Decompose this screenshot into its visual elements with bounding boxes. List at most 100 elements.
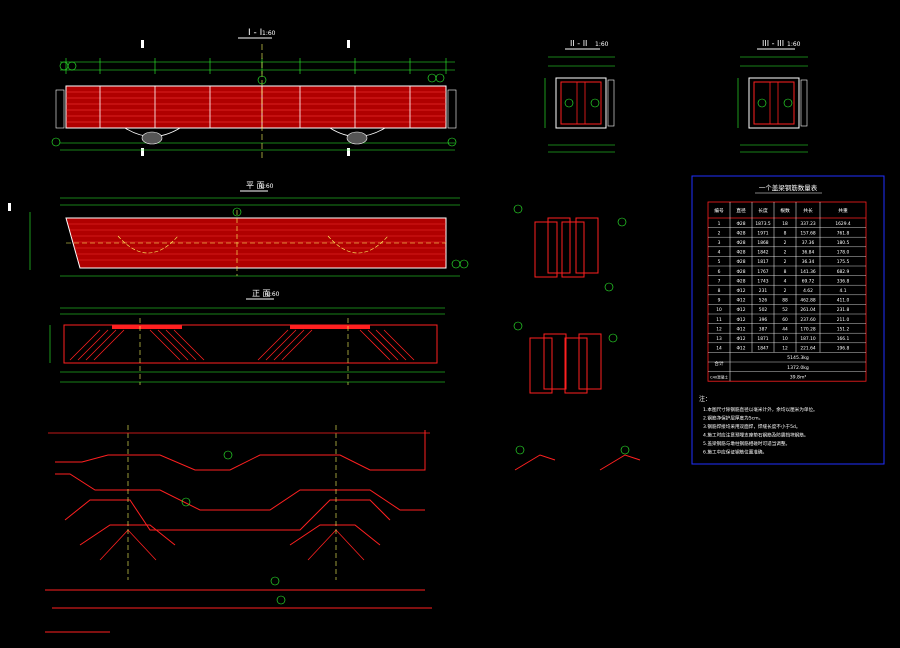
table-cell: 36.34 — [802, 259, 815, 265]
table-cell: 1767 — [757, 269, 768, 275]
table-cell: 166.1 — [837, 336, 850, 342]
table-cell: 37.36 — [802, 240, 815, 246]
table-cell: 1842 — [757, 250, 768, 256]
table-cell: 69.72 — [802, 278, 815, 284]
table-cell: Φ28 — [736, 259, 745, 265]
table-cell: 2 — [784, 250, 787, 256]
stirrup-detail-bottom — [513, 321, 618, 394]
table-total-value: 1372.0kg — [787, 365, 809, 371]
table-concrete-label: C40混凝土 — [710, 374, 728, 379]
table-header-cell: 长度 — [758, 207, 768, 214]
elevation-view-title: 正 面 — [252, 289, 271, 298]
table-cell: 337.23 — [800, 221, 816, 227]
table-cell: 211.0 — [837, 317, 850, 323]
table-title: 一个盖梁钢筋数量表 — [759, 183, 818, 192]
table-cell: 2 — [784, 259, 787, 265]
table-cell: 5 — [718, 259, 721, 265]
table-cell: 60 — [782, 317, 788, 323]
table-cell: 1868 — [757, 240, 768, 246]
note-item: 4.施工时应注意预埋支座垫石钢筋及防震挡块钢筋。 — [703, 432, 808, 439]
notes-heading: 注： — [699, 395, 711, 403]
section-2-2-title: II - II — [570, 39, 587, 48]
table-cell: 18 — [782, 221, 788, 227]
elevation-view: 正 面 1:60 — [49, 289, 445, 385]
table-total-value: 5145.3kg — [787, 355, 809, 361]
table-cell: Φ28 — [736, 269, 745, 275]
section-3-3-scale: 1:60 — [787, 41, 801, 48]
table-cell: Φ12 — [736, 326, 745, 332]
table-cell: 682.9 — [837, 269, 850, 275]
table-cell: Φ12 — [736, 288, 745, 294]
table-cell: 526 — [759, 298, 768, 304]
table-cell: 180.5 — [837, 240, 850, 246]
table-cell: 2 — [718, 230, 721, 236]
section-3-3-title: III - III — [762, 39, 784, 48]
note-item: 1.本图尺寸除钢筋直径以毫米计外，余均以厘米为单位。 — [703, 406, 818, 413]
table-cell: 1847 — [757, 346, 768, 352]
table-cell: 502 — [759, 307, 768, 313]
table-cell: 261.04 — [800, 307, 816, 313]
table-cell: 1743 — [757, 278, 768, 284]
table-cell: 1873.5 — [755, 221, 771, 227]
stirrup-detail-top — [513, 204, 627, 292]
table-cell: 462.88 — [800, 298, 816, 304]
table-cell: 36.84 — [802, 250, 815, 256]
table-cell: Φ28 — [736, 278, 745, 284]
note-item: 6.施工中应保证钢筋位置准确。 — [703, 449, 767, 456]
table-header-cell: 共重 — [838, 207, 848, 214]
table-concrete-value: 39.8m³ — [790, 374, 807, 380]
table-cell: 761.8 — [837, 230, 850, 236]
table-cell: 151.2 — [837, 326, 850, 332]
table-cell: 12 — [716, 326, 722, 332]
table-cell: 9 — [718, 298, 721, 304]
table-cell: 44 — [782, 326, 788, 332]
plan-view-title: 平 面 — [246, 181, 265, 190]
table-cell: 221.64 — [800, 346, 816, 352]
table-cell: 178.0 — [837, 250, 850, 256]
table-cell: Φ28 — [736, 230, 745, 236]
table-cell: 396 — [759, 317, 768, 323]
table-cell: 4 — [718, 250, 721, 256]
table-cell: Φ12 — [736, 298, 745, 304]
table-cell: 3 — [718, 240, 721, 246]
table-cell: 157.68 — [800, 230, 816, 236]
table-header-cell: 共长 — [803, 207, 813, 214]
table-cell: 10 — [716, 307, 722, 313]
table-cell: 8 — [718, 288, 721, 294]
table-cell: 88 — [782, 298, 788, 304]
table-cell: 8 — [784, 269, 787, 275]
plan-view-scale: 1:60 — [260, 183, 274, 190]
section-3-3-view: III - III 1:60 — [737, 39, 808, 153]
table-cell: 231.8 — [837, 307, 850, 313]
table-cell: Φ12 — [736, 307, 745, 313]
section-2-2-view: II - II 1:60 — [544, 39, 615, 153]
table-cell: Φ12 — [736, 336, 745, 342]
table-cell: 1 — [718, 221, 721, 227]
plan-view: 平 面 1:60 — [8, 181, 469, 277]
elevation-view-scale: 1:60 — [266, 291, 280, 298]
table-cell: 7 — [718, 278, 721, 284]
table-cell: Φ28 — [736, 240, 745, 246]
table-cell: 196.8 — [837, 346, 850, 352]
table-cell: 4 — [784, 278, 787, 284]
table-cell: Φ28 — [736, 250, 745, 256]
table-cell: 11 — [716, 317, 722, 323]
table-cell: 6 — [718, 269, 721, 275]
table-cell: Φ12 — [736, 346, 745, 352]
table-cell: 2 — [784, 240, 787, 246]
table-cell: 4.1 — [840, 288, 847, 294]
table-cell: 8 — [784, 230, 787, 236]
table-cell: 187.10 — [800, 336, 816, 342]
table-header-cell: 直径 — [736, 207, 746, 214]
section-2-2-scale: 1:60 — [595, 41, 609, 48]
table-cell: 1971 — [757, 230, 768, 236]
table-cell: 141.36 — [800, 269, 816, 275]
notes-block: 注： 1.本图尺寸除钢筋直径以毫米计外，余均以厘米为单位。2.钢筋净保护层厚度为… — [699, 395, 818, 456]
section-1-1-scale: 1:60 — [262, 30, 276, 37]
table-cell: 336.8 — [837, 278, 850, 284]
rebar-bending-detail — [45, 425, 432, 633]
table-cell: 411.0 — [837, 298, 850, 304]
table-cell: 12 — [782, 346, 788, 352]
